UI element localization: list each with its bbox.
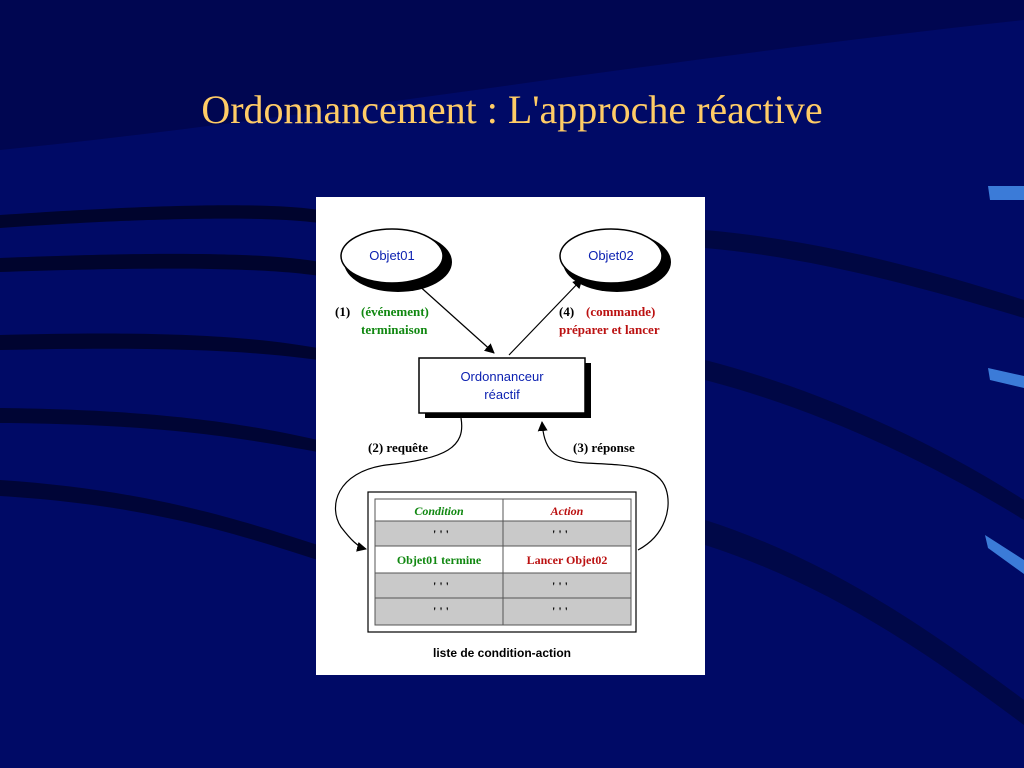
header-action: Action (550, 504, 584, 518)
slide-title: Ordonnancement : L'approche réactive (201, 87, 823, 132)
edge1-label: (1) (événement) terminaison (335, 304, 429, 337)
row2-condition: Objet01 termine (397, 553, 482, 567)
edge3-label: (3) réponse (573, 440, 635, 455)
row1-action: ' ' ' (552, 527, 568, 541)
objet02-node: Objet02 (559, 228, 671, 292)
edge4-prepare: préparer et lancer (559, 322, 660, 337)
scheduler-label-line1: Ordonnanceur (460, 369, 544, 384)
objet01-node: Objet01 (340, 228, 452, 292)
edge4-number: (4) (559, 304, 574, 319)
arrow-request (334, 417, 463, 552)
row3-action: ' ' ' (552, 579, 568, 593)
table-caption: liste de condition-action (433, 646, 571, 660)
row2-action: Lancer Objet02 (527, 553, 608, 567)
arrow-scheduler-to-objet02 (508, 278, 583, 356)
reactive-scheduling-diagram: Objet01 Objet02 (1) (événement) terminai… (316, 197, 705, 675)
condition-action-table: Condition Action ' ' ' ' ' ' Objet01 ter… (367, 491, 637, 633)
header-condition: Condition (414, 504, 464, 518)
edge1-event: (événement) (361, 304, 429, 319)
edge4-label: (4) (commande) préparer et lancer (559, 304, 660, 337)
row3-condition: ' ' ' (433, 579, 449, 593)
edge4-command: (commande) (586, 304, 655, 319)
row1-condition: ' ' ' (433, 527, 449, 541)
arrow-response (537, 421, 669, 551)
row4-action: ' ' ' (552, 604, 568, 618)
objet01-label: Objet01 (369, 248, 415, 263)
row4-condition: ' ' ' (433, 604, 449, 618)
objet02-label: Objet02 (588, 248, 634, 263)
edge2-label: (2) requête (368, 440, 428, 455)
edge1-number: (1) (335, 304, 350, 319)
edge1-termination: terminaison (361, 322, 428, 337)
arrow-objet01-to-scheduler (415, 282, 495, 354)
scheduler-box: Ordonnanceur réactif (418, 357, 591, 418)
scheduler-label-line2: réactif (484, 387, 520, 402)
